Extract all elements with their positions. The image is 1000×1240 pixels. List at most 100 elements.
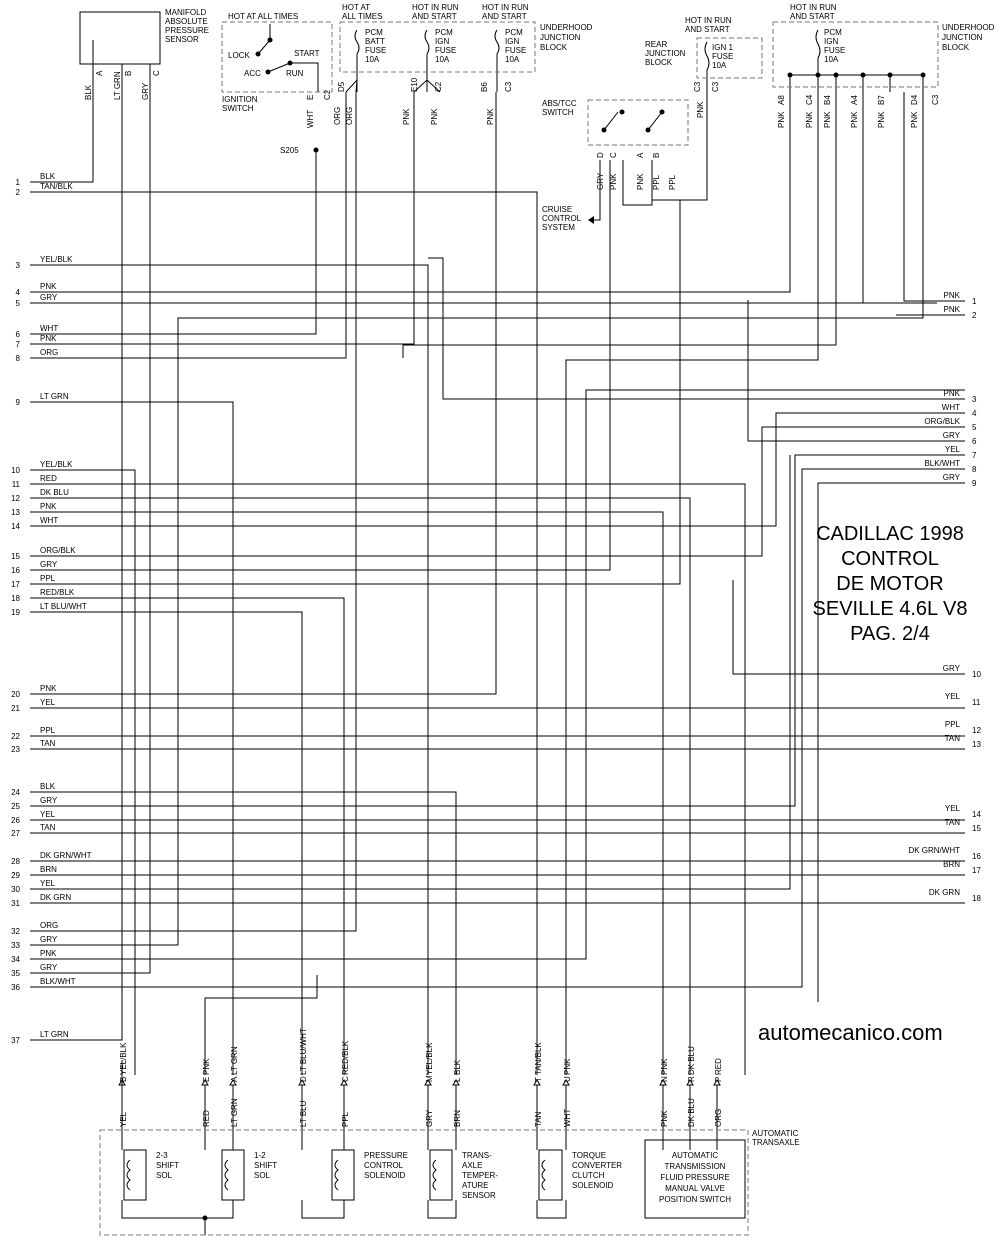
map-pin-color: LT GRN	[113, 71, 122, 100]
right-wire-label: ORG/BLK	[924, 417, 960, 426]
wire	[30, 426, 965, 557]
component-label: TORQUE	[572, 1151, 606, 1160]
right-wire-number: 1	[972, 297, 977, 306]
right-wire-number: 17	[972, 866, 981, 875]
left-wire-number: 5	[16, 299, 21, 308]
fuse-symbol	[354, 29, 360, 55]
trans-pin-letter: L	[453, 1077, 462, 1082]
left-wire-label: ORG	[40, 921, 58, 930]
wire	[30, 597, 345, 1075]
map-pin-color: BLK	[84, 84, 93, 100]
left-wire-number: 3	[16, 261, 21, 270]
component-label: TRANSMISSION	[665, 1162, 726, 1171]
rear-conn: C3	[711, 81, 720, 92]
ignition-contact	[267, 62, 319, 92]
cruise-control-label: CRUISE	[542, 205, 572, 214]
left-wire-number: 9	[16, 398, 21, 407]
wire	[30, 401, 234, 1075]
wire	[30, 92, 151, 974]
left-wire-label: PNK	[40, 502, 57, 511]
component-box-switch	[644, 1139, 746, 1219]
component-box-2	[221, 1149, 245, 1201]
uhjb2-pin-color: PNK	[823, 111, 832, 128]
component-label: AUTOMATIC	[672, 1151, 719, 1160]
connector-pin	[298, 1079, 306, 1086]
connector-pin	[424, 1079, 432, 1086]
rear-fuse-label: 10A	[712, 61, 727, 70]
left-wire-number: 17	[11, 580, 20, 589]
left-wire-label: GRY	[40, 560, 58, 569]
underhood-junction-block-2	[772, 21, 939, 88]
wire	[30, 92, 347, 359]
wire-color: ORG	[345, 107, 354, 125]
left-wire-number: 10	[11, 466, 20, 475]
automatic-transaxle-label: AUTOMATIC	[752, 1129, 799, 1138]
uhjb2-fuse-label: IGN	[824, 37, 838, 46]
component-label: PRESSURE	[364, 1151, 408, 1160]
right-wire-number: 11	[972, 698, 981, 707]
right-wire-label: PPL	[945, 720, 961, 729]
fuse-label: FUSE	[365, 46, 386, 55]
component-box-3	[331, 1149, 355, 1201]
component-label: CONTROL	[364, 1161, 404, 1170]
left-wire-number: 24	[11, 788, 20, 797]
left-wire-label: WHT	[40, 516, 58, 525]
trans-inner-color: LT BLU	[299, 1100, 308, 1127]
connector-pin	[659, 1079, 667, 1086]
left-wire-label: GRY	[40, 963, 58, 972]
left-wire-label: YEL	[40, 879, 56, 888]
left-wire-number: 35	[11, 969, 20, 978]
fuse-symbol	[424, 29, 430, 55]
coil-symbol	[541, 1159, 546, 1191]
uhjb2-pin-letter: D4	[910, 94, 919, 105]
map-pin-letter: A	[95, 70, 104, 76]
ignition-pin-color: WHT	[306, 110, 315, 128]
left-wire-label: PNK	[40, 282, 57, 291]
map-sensor-label: MANIFOLD	[165, 8, 207, 17]
trans-pin-letter: B	[119, 1077, 128, 1082]
ignition-position: LOCK	[228, 51, 250, 60]
right-wire-label: YEL	[945, 804, 961, 813]
fuse-label: 10A	[505, 55, 520, 64]
fuse-hot-label: HOT IN RUN	[482, 3, 529, 12]
uhjb2-label: UNDERHOOD	[942, 23, 995, 32]
fuse-label: PCM	[505, 28, 523, 37]
uhjb2-fuse-symbol	[815, 29, 821, 75]
wire-color: PNK	[430, 108, 439, 125]
left-wire-number: 18	[11, 594, 20, 603]
right-wire-label: TAN	[945, 734, 961, 743]
trans-pin-color: DK BLU	[687, 1046, 696, 1075]
left-wire-number: 13	[11, 508, 20, 517]
abs-tcc-pin: D	[596, 152, 605, 158]
left-wire-label: LT GRN	[40, 1030, 69, 1039]
fuse-hot-label: HOT IN RUN	[412, 3, 459, 12]
fuse-label: 10A	[365, 55, 380, 64]
rear-fuse-symbol	[704, 41, 710, 92]
abs-tcc-color: PPL	[652, 174, 661, 190]
wire	[30, 92, 415, 345]
diagram-labels: 1BLK2TAN/BLK3YEL/BLK4PNK5GRY6WHT7PNK8ORG…	[11, 3, 995, 1204]
fuse-label: IGN	[435, 37, 449, 46]
component-label: POSITION SWITCH	[659, 1195, 731, 1204]
uhjb2-label: BLOCK	[942, 43, 970, 52]
abs-tcc-contact	[603, 111, 663, 131]
left-wire-label: PPL	[40, 726, 56, 735]
left-wire-number: 33	[11, 941, 20, 950]
splice-dot	[202, 1215, 208, 1221]
left-wire-number: 7	[16, 340, 21, 349]
right-wire-number: 10	[972, 670, 981, 679]
connector-pin	[562, 1079, 570, 1086]
left-wire-label: TAN	[40, 823, 56, 832]
trans-inner-color: PPL	[341, 1111, 350, 1127]
right-wire-number: 3	[972, 395, 977, 404]
left-wire-label: GRY	[40, 796, 58, 805]
left-wire-label: PNK	[40, 949, 57, 958]
wire	[30, 264, 429, 1075]
trans-pin-color: LT GRN	[230, 1046, 239, 1075]
trans-inner-color: PNK	[660, 1110, 669, 1127]
splice-dot	[287, 60, 293, 66]
left-wire-label: RED	[40, 474, 57, 483]
left-wire-label: YEL/BLK	[40, 460, 73, 469]
left-wire-label: ORG	[40, 348, 58, 357]
component-label: SHIFT	[254, 1161, 277, 1170]
